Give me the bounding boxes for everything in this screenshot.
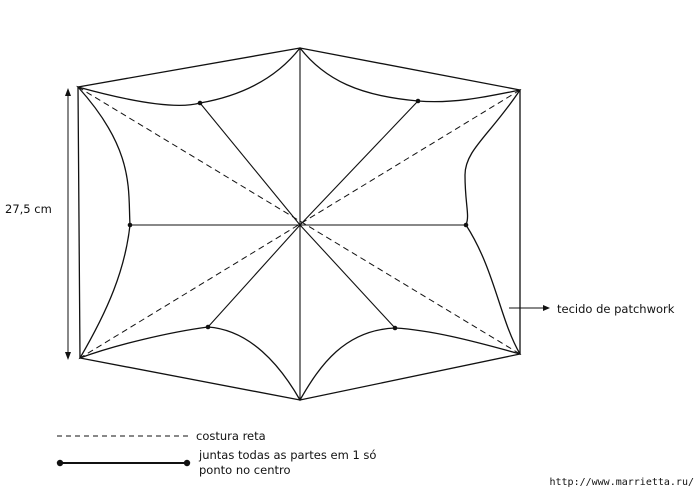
gather-line-top-right [299,100,419,226]
gather-point [197,100,203,106]
legend-solid-sample [56,459,191,467]
dimension-arrow [65,88,71,360]
legend-solid-label-line1: juntas todas as partes em 1 só [198,448,376,462]
gather-line-top-left [199,102,301,226]
watermark-url: http://www.marrietta.ru/ [550,477,695,488]
gather-line-bottom-left [207,224,301,328]
gather-point [463,222,469,228]
gather-point [127,222,133,228]
dashed-diagonal-1 [77,86,521,355]
gather-points [127,98,469,331]
dashed-diagonal-2 [79,89,521,359]
gather-point [392,325,398,331]
gather-lines [130,48,466,400]
legend-solid-label-line2: ponto no centro [199,463,291,477]
gather-point [415,98,421,104]
gather-line-bottom-right [299,224,396,329]
dimension-label: 27,5 cm [5,202,52,216]
annotation-label: tecido de patchwork [557,302,675,316]
legend-dashed-label: costura reta [196,429,266,443]
annotation-arrow [509,305,550,311]
gather-point [205,324,211,330]
